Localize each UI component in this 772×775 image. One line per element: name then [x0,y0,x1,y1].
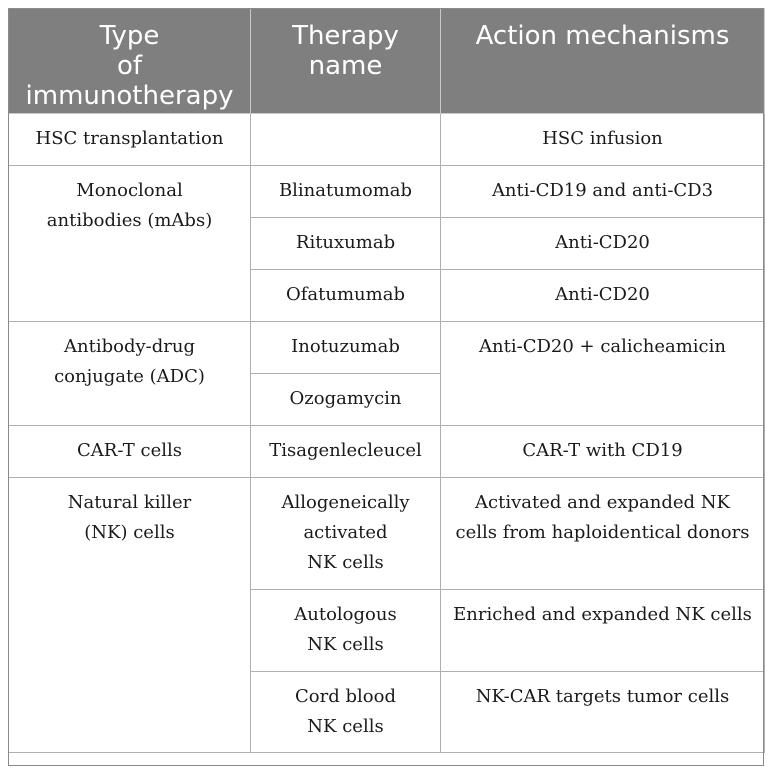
table-row: Ozogamycin [9,373,765,426]
type-cell: Monoclonal antibodies (mAbs) [8,165,251,322]
type-cell: CAR-T cells [8,425,251,478]
header-action-mechanisms: Action mechanisms [440,8,765,114]
header-row: Type of immunotherapy Therapy name Actio… [8,8,765,114]
table-row: Rituxumab Anti-CD20 [9,217,765,270]
mechanism-cell: HSC infusion [440,113,765,166]
therapy-cell: Ofatumumab [250,269,441,322]
therapy-cell: Rituxumab [250,217,441,270]
table-body: HSC transplantation HSC infusion Monoclo… [8,113,765,753]
therapy-cell: Allogeneically activated NK cells [250,477,441,590]
therapy-cell: Ozogamycin [250,373,441,426]
table-row: Autologous NK cells Enriched and expande… [9,589,765,672]
mechanism-cell: NK-CAR targets tumor cells [440,671,765,753]
mechanism-cell: CAR-T with CD19 [440,425,765,478]
header-type: Type of immunotherapy [8,8,251,114]
mechanism-cell: Anti-CD19 and anti-CD3 [440,165,765,218]
therapy-cell: Blinatumomab [250,165,441,218]
mechanism-cell: Enriched and expanded NK cells [440,589,765,672]
therapy-cell: Autologous NK cells [250,589,441,672]
therapy-cell: Inotuzumab [250,321,441,374]
table-row: Antibody-drug conjugate (ADC) Inotuzumab… [8,321,765,426]
table-row: Ofatumumab Anti-CD20 [9,269,765,322]
mechanism-cell: Anti-CD20 [440,217,765,270]
header-therapy-name: Therapy name [250,8,441,114]
mechanism-cell: Activated and expanded NK cells from hap… [440,477,765,590]
immunotherapy-table: Type of immunotherapy Therapy name Actio… [8,8,765,753]
table-header: Type of immunotherapy Therapy name Actio… [8,8,765,114]
table-row: Natural killer (NK) cells Allogeneically… [8,477,765,753]
table-row: HSC transplantation HSC infusion [8,113,765,166]
type-cell: Antibody-drug conjugate (ADC) [8,321,251,426]
table-row: Monoclonal antibodies (mAbs) Blinatumoma… [8,165,765,322]
table-row: CAR-T cells Tisagenlecleucel CAR-T with … [8,425,765,478]
mechanism-cell: Anti-CD20 [440,269,765,322]
type-cell: Natural killer (NK) cells [8,477,251,753]
therapy-cell: Tisagenlecleucel [250,425,441,478]
type-cell: HSC transplantation [8,113,251,166]
mechanism-cell: Anti-CD20 + calicheamicin [440,321,765,426]
therapy-cell [250,113,441,166]
therapy-cell: Cord blood NK cells [250,671,441,753]
table-row: Cord blood NK cells NK-CAR targets tumor… [9,671,765,753]
